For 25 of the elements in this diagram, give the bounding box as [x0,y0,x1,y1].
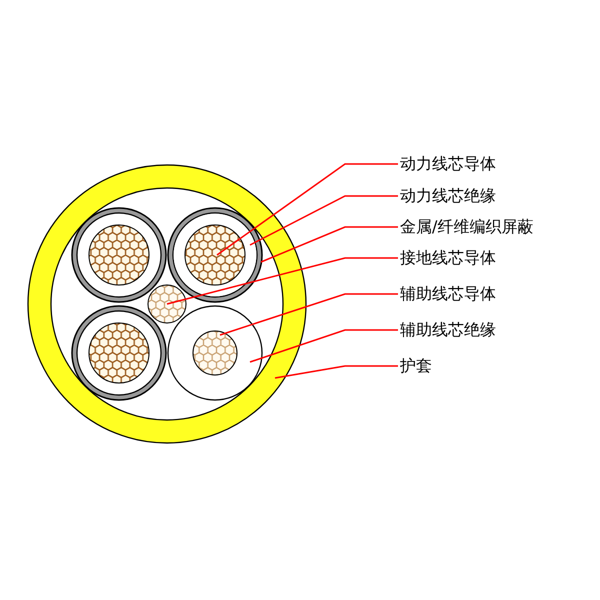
stranded-conductor [88,224,150,286]
insulation-layer [174,214,256,296]
leader-line [166,257,398,305]
outer-sheath [27,164,307,444]
leader-line [220,293,398,336]
braided-shield [167,207,263,303]
part-label: 辅助线芯导体 [398,284,498,304]
part-label: 金属/纤维编织屏蔽 [398,217,536,237]
part-label: 辅助线芯绝缘 [398,320,498,340]
stranded-conductor [88,322,150,384]
braided-shield [71,207,167,303]
braided-shield [71,305,167,401]
leader-line [274,365,398,379]
part-label: 护套 [398,356,434,376]
part-label: 动力线芯导体 [398,154,498,174]
leader-line [250,195,398,246]
leader-line [250,329,398,363]
stranded-conductor [148,284,186,324]
leader-line [260,226,398,263]
stranded-conductor [184,224,246,286]
leader-line [216,163,398,256]
stranded-conductor [192,330,238,376]
part-label: 动力线芯绝缘 [398,186,498,206]
insulation-layer [167,305,263,401]
part-label: 接地线芯导体 [398,248,498,268]
